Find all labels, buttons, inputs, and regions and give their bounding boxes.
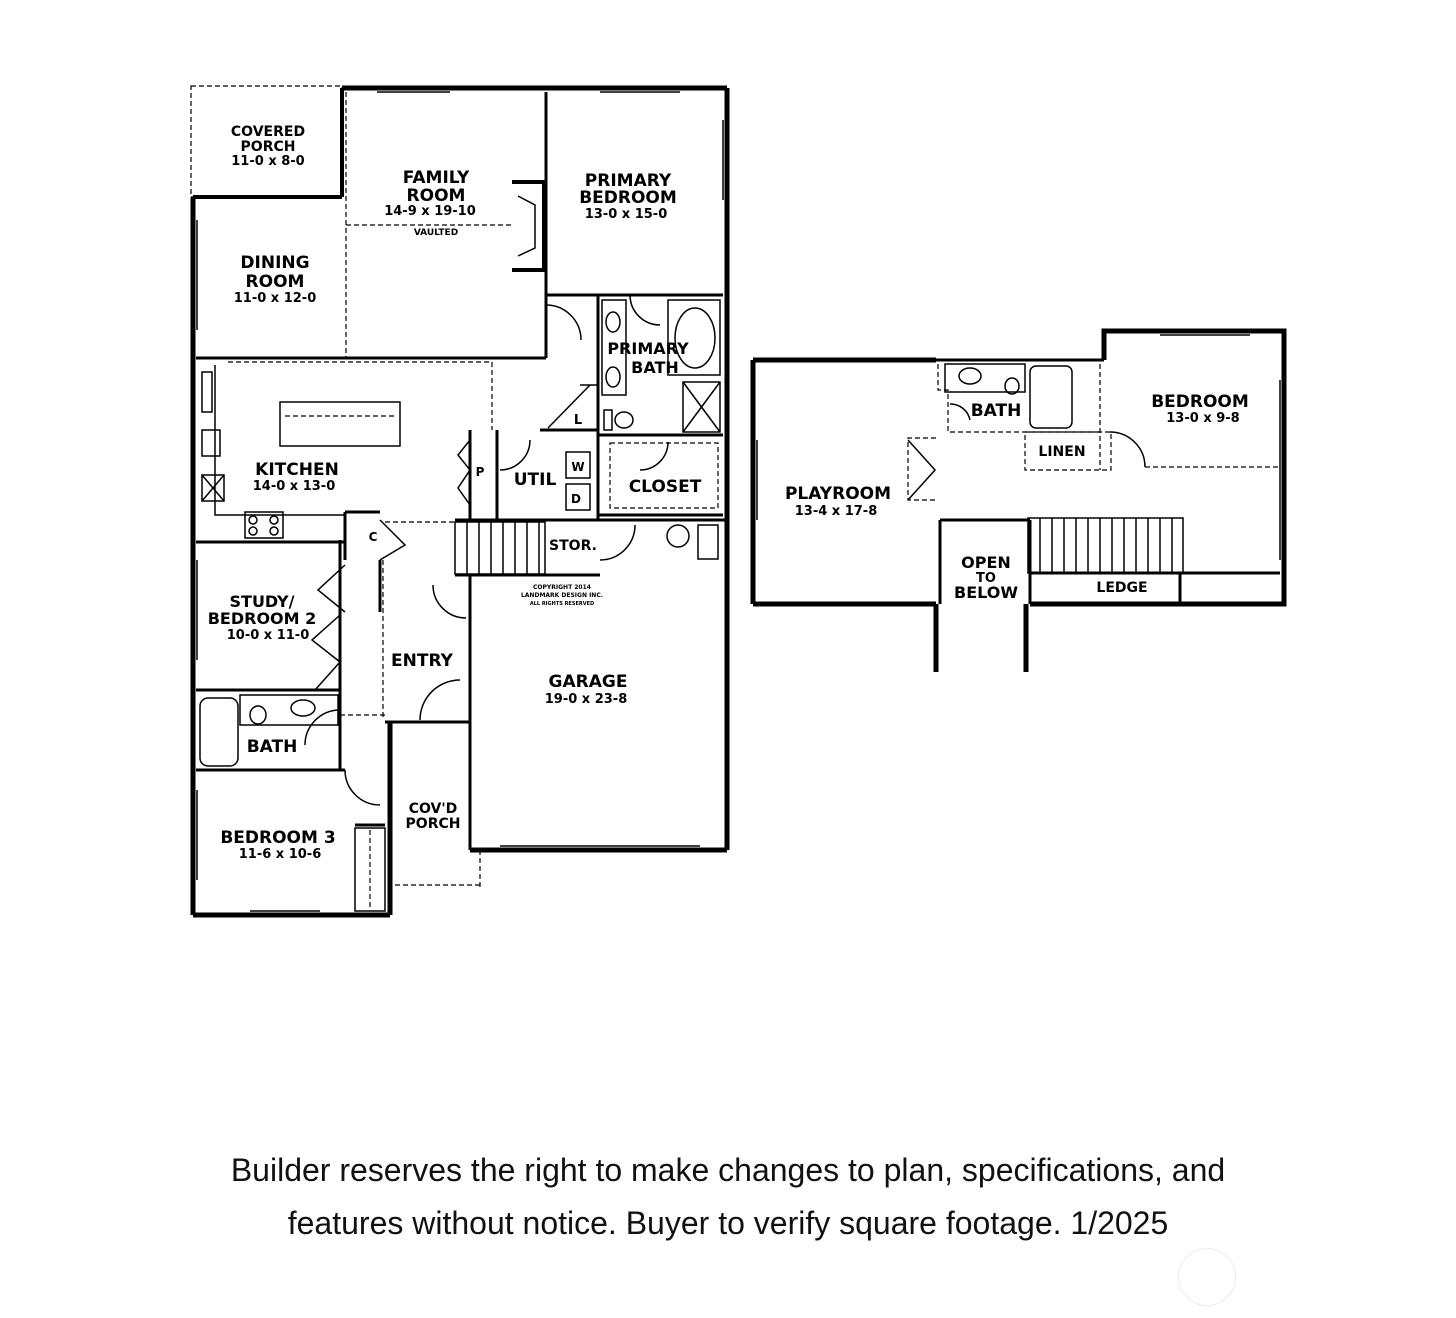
copyright-notice: COPYRIGHT 2014 [533,584,591,591]
upper-bath-sink [958,367,982,385]
upper-bath-toilet [1004,377,1020,395]
bath-toilet [249,705,267,725]
family-room-label: FAMILY [403,168,470,188]
copyright-notice: LANDMARK DESIGN INC. [521,592,603,599]
primary-bath-toilet [614,411,634,429]
upper-level-exterior-walls [750,328,1287,672]
primary-bedroom-label: PRIMARY [585,171,672,191]
dryer [565,483,591,511]
disclaimer-line-2: features without notice. Buyer to verify… [287,1205,1169,1241]
bedroom-3-dimensions: 11-6 x 10-6 [239,847,322,862]
washer-mark: W [571,460,584,474]
covered-porch-label: PORCH [241,139,296,155]
kitchen-counter [214,365,345,516]
bath-tub [199,697,239,767]
burner [269,515,279,525]
garage-dimensions: 19-0 x 23-8 [545,692,628,707]
fridge [201,371,213,413]
storage-label: STOR. [549,538,597,554]
upper-bath-tub [1029,365,1073,429]
study-label: STUDY/ [230,592,295,611]
pantry-mark: P [476,465,485,479]
bedroom-3-closet [354,827,386,912]
dining-room-label: DINING [240,253,309,273]
garage-label: GARAGE [549,672,628,692]
study-dimensions: 10-0 x 11-0 [227,628,310,643]
primary-bath-label: PRIMARY [607,339,689,358]
open-area-boundaries [228,92,512,890]
main-level-exterior-walls [190,85,730,918]
fireplace [512,180,546,272]
primary-bedroom-dimensions: 13-0 x 15-0 [585,207,668,222]
primary-bath-sink [605,366,621,388]
upper-bath-label: BATH [971,401,1022,421]
upper-bath-outline [907,364,1280,501]
covered-porch-label: COVERED [231,124,305,140]
upper-bath-vanity [944,363,1026,393]
kitchen-dimensions: 14-0 x 13-0 [253,479,336,494]
primary-bath-sink [605,311,621,333]
vaulted-note: VAULTED [414,228,458,238]
linen-closet-mark: L [574,413,582,428]
burner [248,526,258,536]
burner [269,526,279,536]
primary-bath-tub [667,299,721,376]
window-marks [196,91,724,912]
dining-room-label: ROOM [246,272,305,292]
floor-plan-diagram: COVERED PORCH 11-0 x 8-0 FAMILY ROOM 14-… [190,85,1287,918]
family-room-dimensions: 14-9 x 19-10 [384,204,476,219]
kitchen-sink-window [201,474,225,502]
main-level-stairs [454,521,546,575]
ledge-label: LEDGE [1096,580,1147,596]
entry-label: ENTRY [391,651,454,671]
linen-label: LINEN [1038,444,1085,460]
playroom-label: PLAYROOM [785,484,891,504]
coat-closet-mark: C [369,530,378,544]
dining-room-dimensions: 11-0 x 12-0 [234,291,317,306]
bath-label: BATH [247,737,298,757]
dryer-mark: D [571,492,581,506]
water-heater [666,524,690,548]
bedroom-3-label: BEDROOM 3 [220,828,335,848]
utility-label: UTIL [514,470,557,490]
primary-bedroom-label: BEDROOM [579,188,677,208]
open-to-below-label: OPEN [961,553,1011,572]
kitchen-label: KITCHEN [255,460,339,480]
kitchen-island [279,401,401,447]
main-level-plan: COVERED PORCH 11-0 x 8-0 FAMILY ROOM 14-… [190,85,730,918]
bath-sink [290,699,316,717]
closet-rod-outline [609,442,719,509]
burner [248,515,258,525]
primary-bath-vanity [601,299,627,396]
study-label: BEDROOM 2 [208,609,317,628]
upper-level-plan: PLAYROOM 13-4 x 17-8 BATH LINEN BEDROOM … [750,328,1287,672]
playroom-dimensions: 13-4 x 17-8 [795,504,878,519]
upper-bedroom-dimensions: 13-0 x 9-8 [1166,411,1239,426]
upper-window-marks [756,334,1281,560]
upper-bedroom-label: BEDROOM [1151,392,1249,412]
front-porch-label: COV'D [409,801,458,817]
open-to-below-label: BELOW [954,583,1018,602]
watermark-circle-icon [1178,1248,1236,1306]
closet-label: CLOSET [629,477,702,497]
open-to-below-label: TO [976,571,996,586]
upper-door-swings [907,403,1146,501]
upper-level-stairs [1027,517,1184,574]
door-swings [304,294,669,806]
wall-oven [201,429,221,457]
primary-bath-shower [682,381,721,433]
washer [565,451,591,479]
bath-vanity [239,694,339,726]
front-porch-label: PORCH [406,816,461,832]
copyright-notice: ALL RIGHTS RESERVED [530,601,594,607]
cooktop [244,511,284,539]
furnace [697,524,719,560]
family-room-label: ROOM [407,186,466,206]
disclaimer-line-1: Builder reserves the right to make chang… [230,1152,1226,1188]
primary-bath-label: BATH [631,358,679,377]
covered-porch-dimensions: 11-0 x 8-0 [231,154,304,169]
